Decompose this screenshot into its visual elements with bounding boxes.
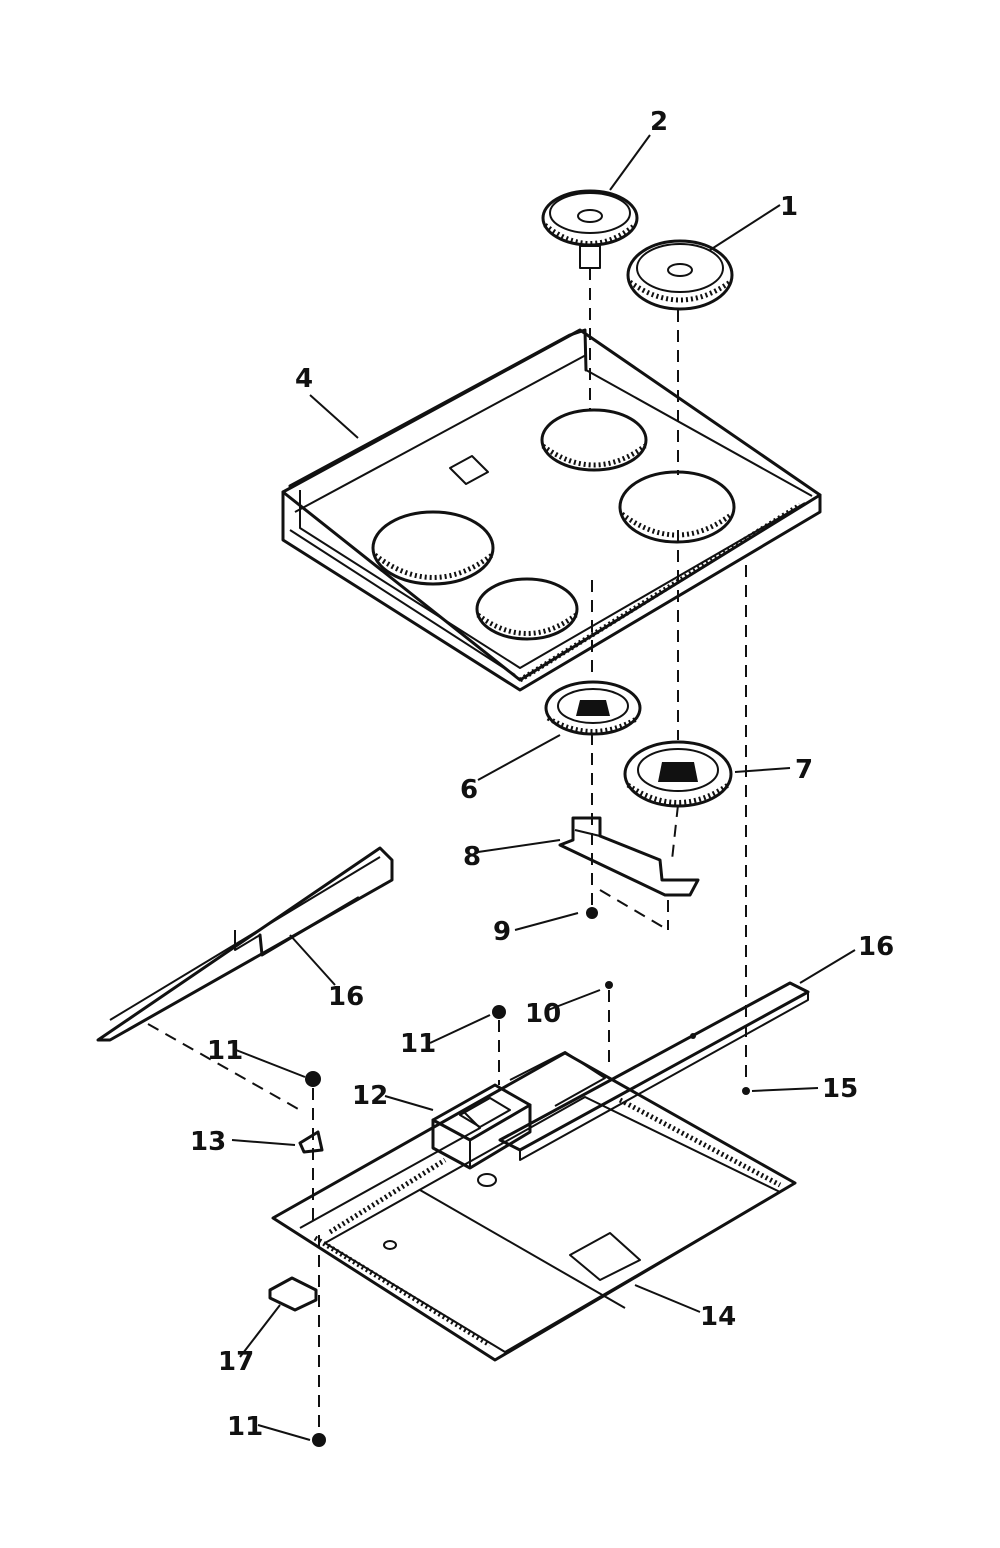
part-11-screw-upper <box>305 1071 321 1087</box>
callout-labels: 2 1 4 6 7 8 9 10 11 11 11 12 13 14 15 16… <box>190 107 894 1442</box>
callout-16-right: 16 <box>858 932 894 962</box>
callout-13: 13 <box>190 1127 226 1157</box>
part-8-bracket <box>558 816 700 897</box>
part-16-left-rail <box>96 846 394 1042</box>
callout-8: 8 <box>463 842 481 872</box>
part-9-fastener <box>586 907 598 919</box>
part-11-screw-lower <box>312 1433 326 1447</box>
callout-10: 10 <box>525 999 561 1029</box>
callout-7: 7 <box>795 755 813 785</box>
part-17-bracket <box>268 1276 318 1312</box>
leader-lines <box>231 134 856 1441</box>
part-16-right-rail <box>498 981 810 1161</box>
part-2-burner-knob <box>541 189 639 269</box>
callout-11-lower: 11 <box>227 1412 263 1442</box>
callout-11-upper: 11 <box>207 1036 243 1066</box>
callout-16-left: 16 <box>328 982 364 1012</box>
part-14-bottom-panel <box>271 1051 797 1362</box>
callout-1: 1 <box>780 192 798 222</box>
part-1-burner-cap <box>626 239 734 311</box>
callout-15: 15 <box>822 1074 858 1104</box>
callout-4: 4 <box>295 364 313 394</box>
part-7-burner-head <box>623 740 733 808</box>
part-11-screw-center <box>492 1005 506 1019</box>
callout-12: 12 <box>352 1081 388 1111</box>
callout-11-center: 11 <box>400 1029 436 1059</box>
part-6-burner-head <box>544 680 642 736</box>
part-12-junction-block <box>431 1051 606 1170</box>
assembly-lines <box>147 268 747 1433</box>
part-4-cooktop <box>281 328 822 692</box>
part-15-screw <box>742 1087 750 1095</box>
part-10-screw <box>605 981 613 989</box>
part-13-clip <box>298 1130 324 1154</box>
callout-9: 9 <box>493 917 511 947</box>
callout-17: 17 <box>218 1347 254 1377</box>
callout-6: 6 <box>460 775 478 805</box>
callout-14: 14 <box>700 1302 736 1332</box>
callout-2: 2 <box>650 107 668 137</box>
